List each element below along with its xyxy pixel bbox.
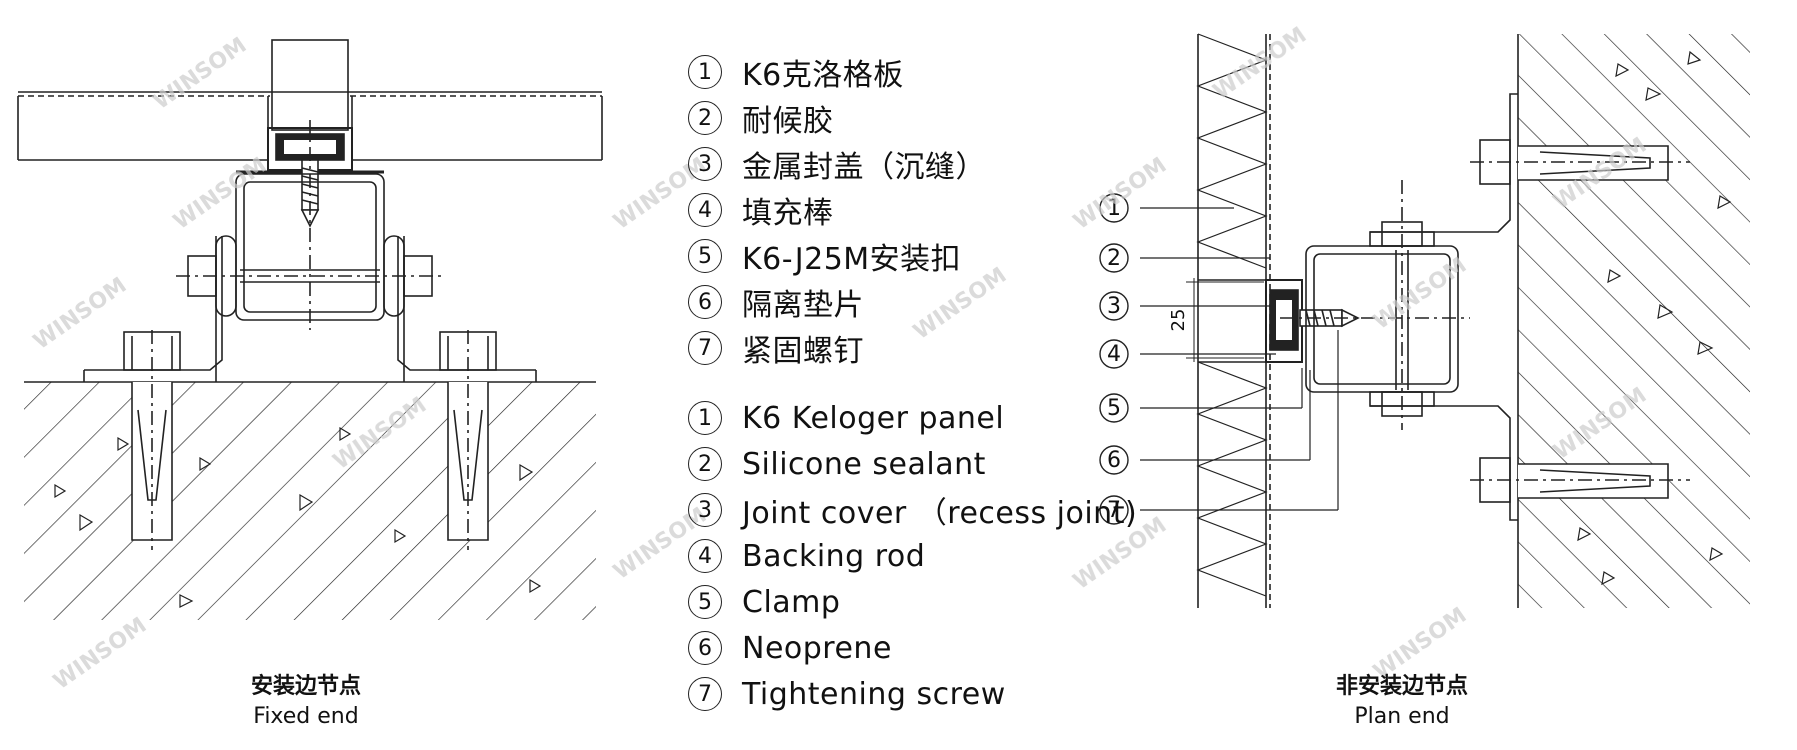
legend-number: 6 <box>688 285 722 319</box>
legend-text: Joint cover （recess joint) <box>742 496 1138 531</box>
callout-labels: 1 2 3 4 5 6 7 25 <box>1099 193 1189 525</box>
legend-item: 5 Clamp <box>688 579 1148 625</box>
legend-item: 1 K6克洛格板 <box>688 49 1148 95</box>
caption-english: Plan end <box>1354 704 1450 729</box>
legend-number: 4 <box>688 193 722 227</box>
caption-english: Fixed end <box>253 704 359 729</box>
legend-item: 7 Tightening screw <box>688 671 1148 717</box>
legend-text: Clamp <box>742 584 841 620</box>
legend-number: 5 <box>688 239 722 273</box>
legend-number: 3 <box>688 147 722 181</box>
legend-item: 7 紧固螺钉 <box>688 325 1148 371</box>
legend-item: 2 耐候胶 <box>688 95 1148 141</box>
callout-3: 3 <box>1107 294 1121 319</box>
callout-6: 6 <box>1107 448 1121 473</box>
legend-number: 7 <box>688 677 722 711</box>
legend-number: 5 <box>688 585 722 619</box>
legend-text: Tightening screw <box>742 676 1006 712</box>
fixed-end-detail <box>17 39 603 620</box>
callout-4: 4 <box>1107 342 1121 367</box>
legend-text: K6克洛格板 <box>742 58 904 93</box>
legend-text: 紧固螺钉 <box>742 334 864 369</box>
svg-text:WINSOM: WINSOM <box>1209 23 1311 105</box>
legend-item: 3 金属封盖（沉缝） <box>688 141 1148 187</box>
legend-number: 7 <box>688 331 722 365</box>
dimension-label: 25 <box>1168 309 1189 332</box>
fixed-end-caption: 安装边节点 Fixed end <box>156 668 456 729</box>
legend-item: 5 K6-J25M安装扣 <box>688 233 1148 279</box>
caption-chinese: 安装边节点 <box>250 674 361 699</box>
legend-text: Silicone sealant <box>742 446 986 482</box>
callout-7: 7 <box>1107 498 1121 523</box>
legend-number: 4 <box>688 539 722 573</box>
legend-item: 6 Neoprene <box>688 625 1148 671</box>
anchor-top <box>1470 139 1690 185</box>
legend-text: K6-J25M安装扣 <box>742 242 962 277</box>
legend-number: 2 <box>688 101 722 135</box>
plan-end-detail <box>1140 33 1750 608</box>
legend-text: Neoprene <box>742 630 892 666</box>
callout-2: 2 <box>1107 246 1121 271</box>
caption-chinese: 非安装边节点 <box>1335 674 1468 699</box>
svg-text:WINSOM: WINSOM <box>149 33 251 115</box>
concrete-wall <box>1518 34 1750 608</box>
legend-item: 4 填充棒 <box>688 187 1148 233</box>
legend-number: 2 <box>688 447 722 481</box>
aggregate-marks <box>54 426 542 608</box>
svg-text:WINSOM: WINSOM <box>169 153 271 235</box>
svg-text:WINSOM: WINSOM <box>49 613 151 695</box>
svg-text:WINSOM: WINSOM <box>1369 253 1471 335</box>
svg-text:WINSOM: WINSOM <box>29 273 131 355</box>
legend-english: 1 K6 Keloger panel 2 Silicone sealant 3 Joi… <box>688 395 1148 717</box>
legend-number: 6 <box>688 631 722 665</box>
legend-item: 1 K6 Keloger panel <box>688 395 1148 441</box>
aggregate-marks-right <box>1577 50 1732 586</box>
callout-5: 5 <box>1107 396 1121 421</box>
legend-text: 耐候胶 <box>742 104 834 139</box>
anchor-bottom <box>1470 457 1690 503</box>
legend-text: 隔离垫片 <box>742 288 864 323</box>
anchor-left <box>123 330 181 550</box>
legend-number: 1 <box>688 401 722 435</box>
legend-item: 2 Silicone sealant <box>688 441 1148 487</box>
legend-text: 填充棒 <box>742 196 834 231</box>
legend-text: Backing rod <box>742 538 926 574</box>
legend-text: 金属封盖（沉缝） <box>742 150 986 185</box>
legend-number: 3 <box>688 493 722 527</box>
legend-item: 6 隔离垫片 <box>688 279 1148 325</box>
plan-end-caption: 非安装边节点 Plan end <box>1252 668 1552 729</box>
legend-text: K6 Keloger panel <box>742 400 1005 436</box>
anchor-right <box>439 330 497 550</box>
callout-1: 1 <box>1107 196 1121 221</box>
legend-item: 3 Joint cover （recess joint) <box>688 487 1148 533</box>
legend-item: 4 Backing rod <box>688 533 1148 579</box>
legend-number: 1 <box>688 55 722 89</box>
